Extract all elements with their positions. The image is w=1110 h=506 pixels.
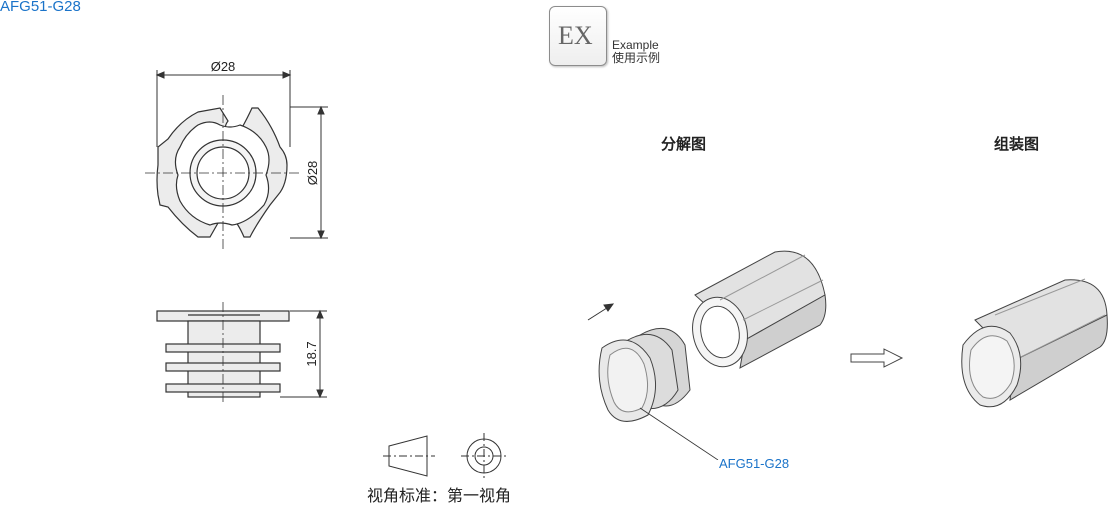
assembled-view-illustration [961, 278, 1108, 408]
dimension-height-label: Ø28 [305, 161, 320, 186]
front-view-dimension [280, 309, 327, 399]
dimension-thickness-label: 18.7 [304, 341, 319, 366]
callout-label: AFG51-G28 [719, 456, 790, 471]
exploded-view-illustration [587, 250, 827, 460]
example-badge-text: EX [558, 21, 593, 50]
example-label-zh: 使用示例 [612, 51, 661, 65]
assembled-view-title: 组装图 [994, 136, 1040, 153]
top-view-drawing: Ø28 Ø28 [145, 59, 328, 250]
example-label-en: Example [612, 38, 659, 52]
insertion-arrow-icon [587, 303, 615, 321]
dimension-width-label: Ø28 [211, 59, 236, 74]
top-view-dimension-width [155, 70, 292, 147]
example-label: Example 使用示例 [612, 39, 660, 65]
callout-leader-line [639, 407, 719, 460]
example-badge: EX [549, 6, 607, 66]
end-cap-plan-shape [156, 107, 288, 238]
end-cap-illustration [598, 327, 691, 422]
front-view-drawing: 18.7 [156, 302, 327, 403]
part-code: AFG51-G28 [0, 0, 81, 15]
exploded-view-title: 分解图 [661, 136, 707, 153]
top-view-dimension-height [290, 105, 328, 240]
profile-tube-illustration [692, 250, 827, 369]
assembly-arrow-icon [850, 348, 904, 368]
projection-symbol [383, 433, 507, 479]
top-view-centerlines [145, 95, 302, 250]
projection-standard-label: 视角标准：第一视角 [367, 488, 512, 505]
